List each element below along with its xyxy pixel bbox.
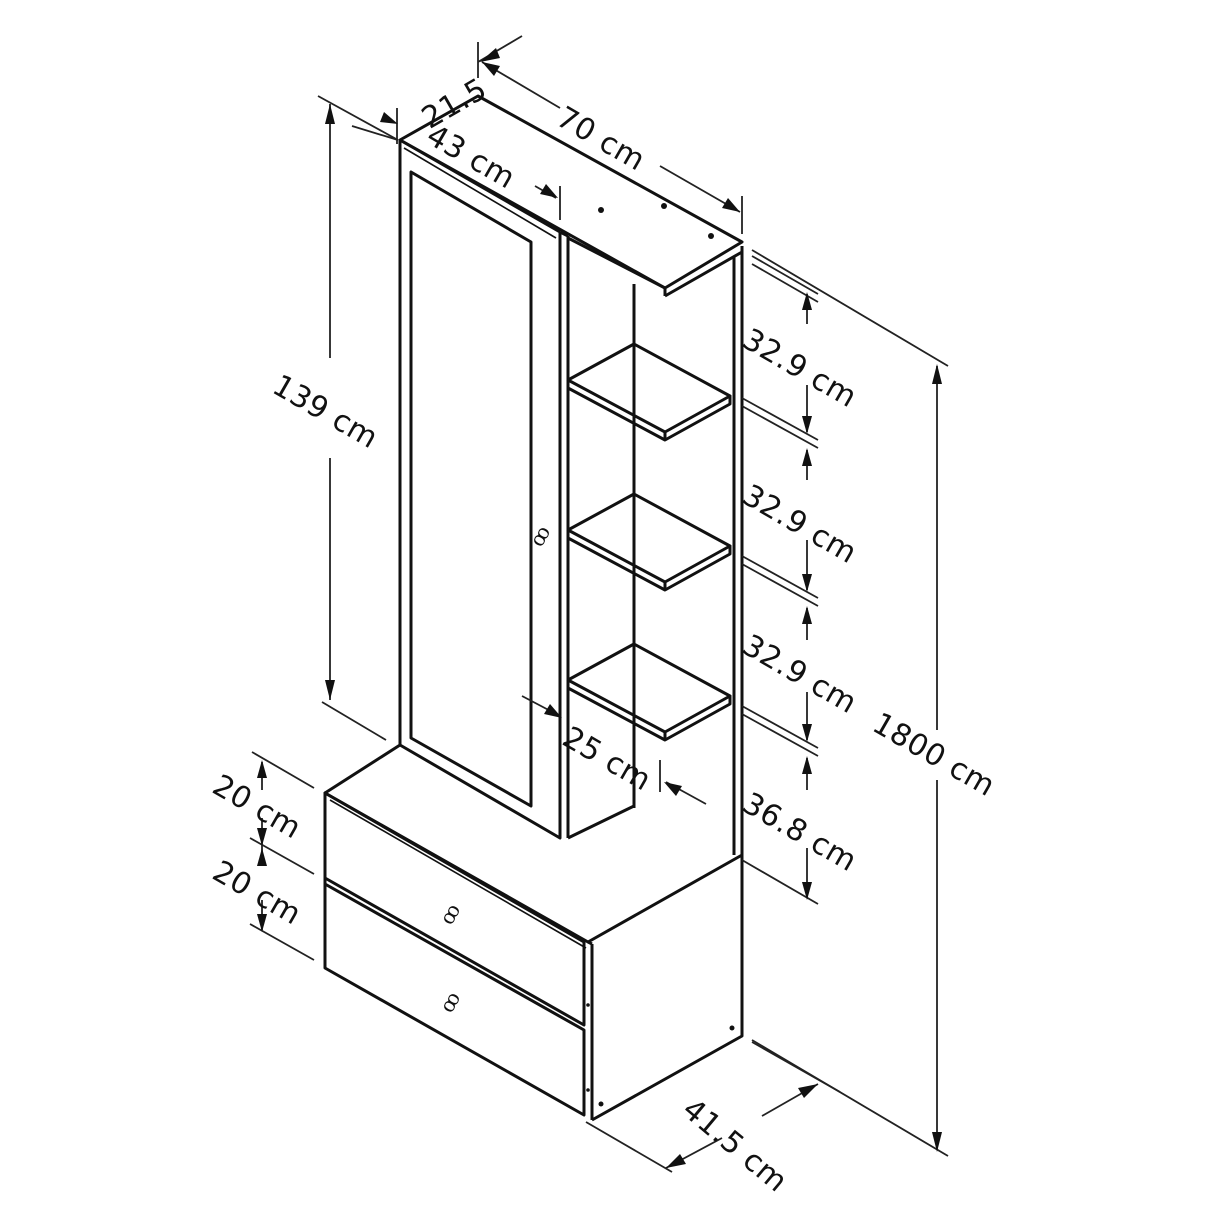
dimension-lines [249,35,949,1173]
upper-cabinet [398,94,744,855]
drawer-base [323,743,744,1122]
